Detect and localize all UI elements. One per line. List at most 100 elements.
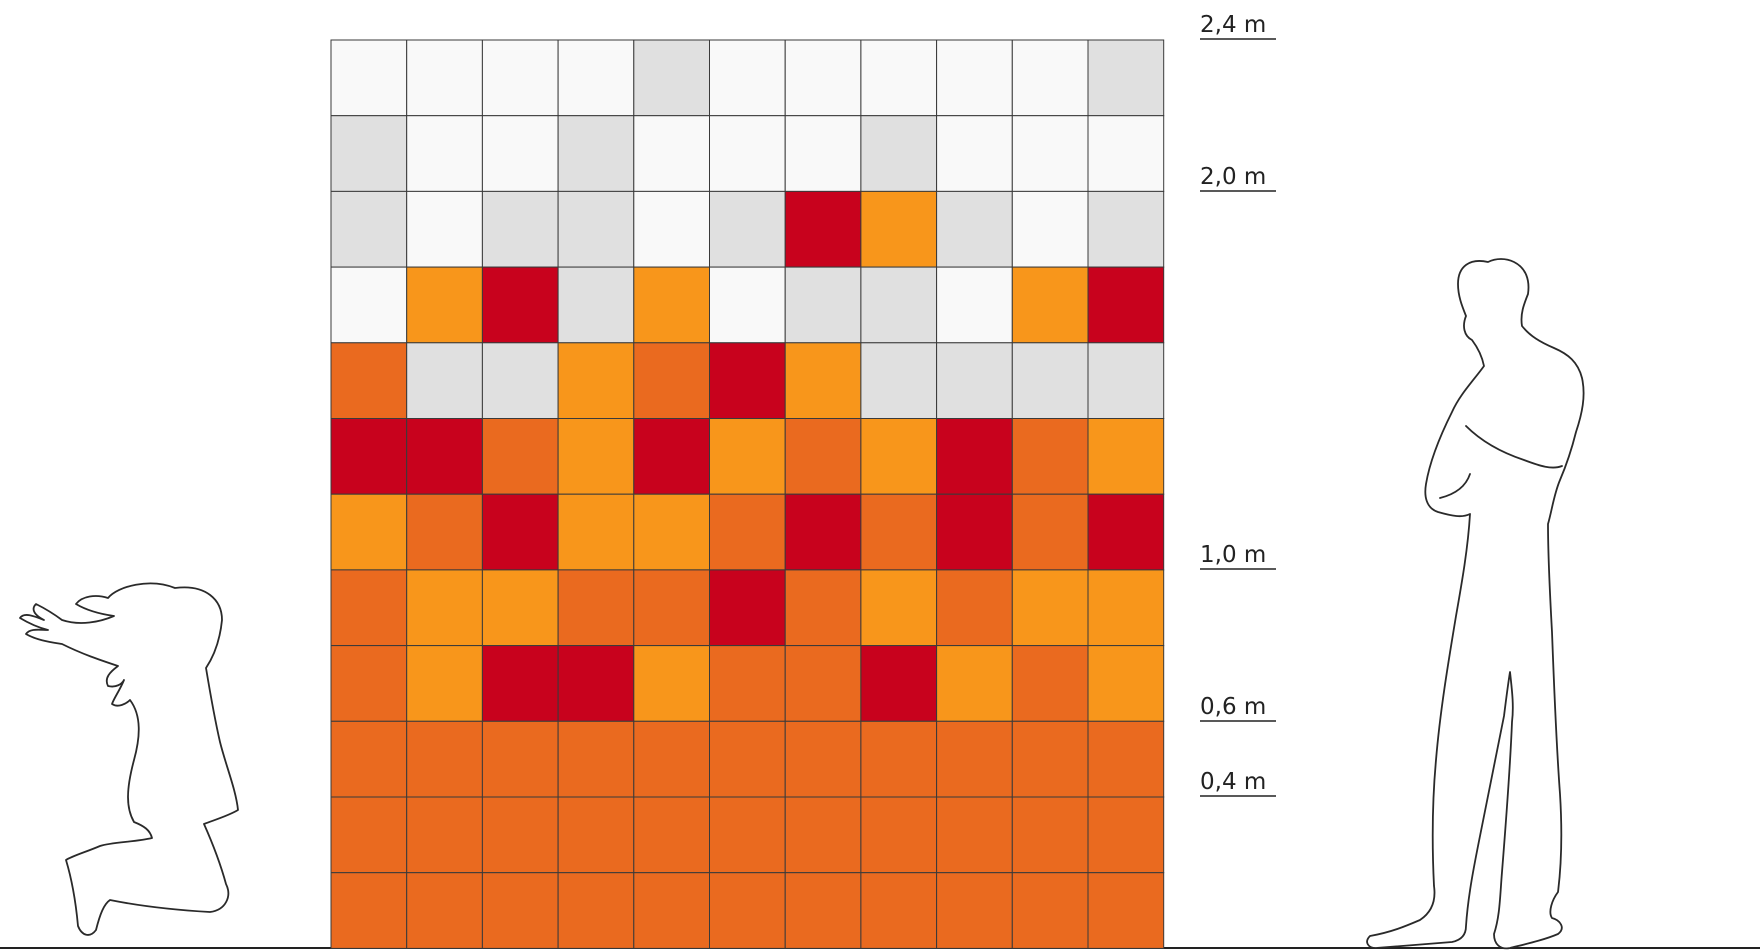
wall-tile: [860, 796, 938, 874]
height-marker-0-6: 0,6 m: [1200, 694, 1276, 722]
wall-tile: [633, 796, 710, 874]
wall-tile: [406, 493, 483, 571]
wall-tile: [1011, 418, 1089, 495]
adult-standing-silhouette: [1366, 258, 1585, 950]
wall-tile: [784, 720, 862, 798]
wall-tile: [1011, 493, 1089, 571]
wall-tile: [481, 39, 559, 117]
wall-tile: [557, 190, 635, 268]
wall-tile: [709, 190, 786, 268]
wall-tile: [860, 569, 938, 647]
wall-tile: [330, 190, 408, 268]
wall-tile: [709, 115, 786, 192]
wall-tile: [784, 493, 862, 571]
wall-tile: [1087, 342, 1165, 419]
wall-tile: [1087, 720, 1165, 798]
wall-tile: [860, 266, 938, 344]
wall-tile: [406, 115, 483, 192]
wall-tile: [1011, 645, 1089, 722]
wall-tile: [557, 493, 635, 571]
wall-tile: [936, 796, 1013, 874]
wall-tile: [633, 266, 710, 344]
wall-tile: [633, 115, 710, 192]
wall-tile: [330, 796, 408, 874]
wall-tile: [936, 342, 1013, 419]
wall-tile: [860, 872, 938, 949]
wall-tile: [1087, 569, 1165, 647]
wall-tile: [481, 796, 559, 874]
wall-tile: [709, 872, 786, 949]
wall-tile: [406, 645, 483, 722]
wall-tile: [330, 872, 408, 949]
wall-tile: [936, 418, 1013, 495]
wall-tile: [633, 39, 710, 117]
wall-tile: [1087, 872, 1165, 949]
wall-tile: [406, 796, 483, 874]
wall-tile: [784, 569, 862, 647]
wall-tile: [784, 115, 862, 192]
wall-tile: [784, 266, 862, 344]
wall-tile: [784, 796, 862, 874]
wall-tile: [330, 266, 408, 344]
adult-arm-detail: [1439, 425, 1563, 499]
wall-tile: [709, 266, 786, 344]
height-marker-0-4: 0,4 m: [1200, 769, 1276, 797]
wall-tile: [1087, 645, 1165, 722]
wall-tile: [860, 720, 938, 798]
wall-tile: [406, 720, 483, 798]
wall-tile: [633, 493, 710, 571]
wall-tile: [557, 720, 635, 798]
wall-tile: [1087, 418, 1165, 495]
wall-tile: [481, 190, 559, 268]
wall-tile: [406, 39, 483, 117]
wall-tile: [936, 115, 1013, 192]
height-marker-2-4: 2,4 m: [1200, 12, 1276, 40]
wall-tile: [557, 418, 635, 495]
wall-tile: [784, 645, 862, 722]
wall-tile: [1087, 115, 1165, 192]
wall-tile: [709, 342, 786, 419]
wall-tile: [481, 569, 559, 647]
wall-tile: [481, 493, 559, 571]
height-marker-2-0: 2,0 m: [1200, 164, 1276, 192]
wall-tile: [936, 872, 1013, 949]
wall-tile: [330, 645, 408, 722]
wall-tile: [936, 266, 1013, 344]
wall-tile: [784, 39, 862, 117]
wall-tile: [406, 872, 483, 949]
wall-tile: [406, 418, 483, 495]
wall-tile: [936, 645, 1013, 722]
wall-tile: [784, 190, 862, 268]
wall-tile: [709, 569, 786, 647]
wall-tile: [1087, 493, 1165, 571]
wall-tile: [1011, 720, 1089, 798]
wall-tile: [481, 872, 559, 949]
wall-tile: [406, 342, 483, 419]
wall-tile: [557, 796, 635, 874]
wall-tile: [406, 569, 483, 647]
tile-wall: [330, 39, 1165, 949]
wall-tile: [633, 720, 710, 798]
wall-tile: [633, 569, 710, 647]
wall-tile: [784, 342, 862, 419]
wall-tile: [936, 493, 1013, 571]
wall-tile: [860, 39, 938, 117]
wall-tile: [1011, 569, 1089, 647]
wall-tile: [860, 418, 938, 495]
wall-tile: [557, 569, 635, 647]
wall-tile: [481, 115, 559, 192]
wall-tile: [709, 39, 786, 117]
wall-tile: [709, 796, 786, 874]
wall-tile: [330, 720, 408, 798]
wall-tile: [709, 720, 786, 798]
height-marker-label: 0,6 m: [1200, 694, 1266, 720]
wall-tile: [1011, 872, 1089, 949]
wall-tile: [330, 418, 408, 495]
wall-tile: [557, 266, 635, 344]
wall-tile: [633, 645, 710, 722]
wall-tile: [860, 342, 938, 419]
wall-tile: [633, 190, 710, 268]
wall-tile: [1087, 266, 1165, 344]
height-marker-label: 1,0 m: [1200, 542, 1266, 568]
